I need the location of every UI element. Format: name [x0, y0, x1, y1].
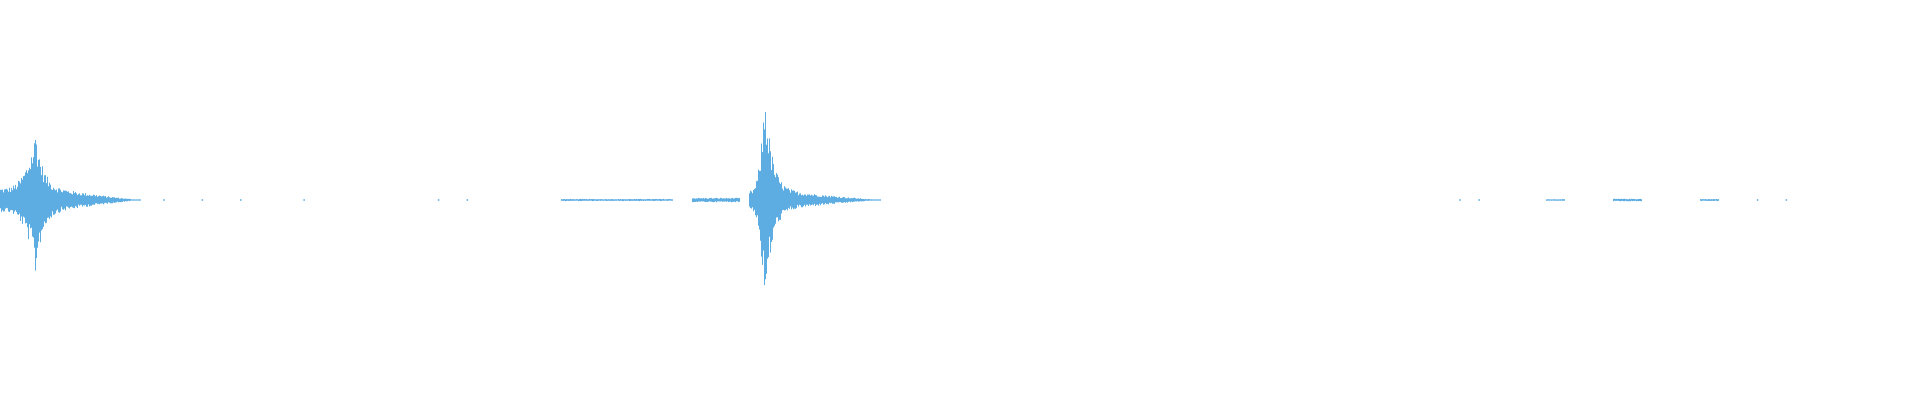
waveform-amplitude-path	[0, 112, 1719, 286]
waveform-speck	[240, 199, 242, 201]
waveform-speck	[1785, 199, 1788, 201]
waveform-speck	[201, 199, 204, 201]
waveform-speck	[303, 199, 305, 201]
waveform-speck	[466, 199, 469, 201]
waveform-speck	[1459, 199, 1461, 201]
waveform-speck	[163, 199, 165, 201]
waveform-speck	[1756, 199, 1759, 201]
waveform-speck	[437, 199, 440, 201]
waveform-trace	[0, 112, 1788, 286]
waveform-speck	[1478, 199, 1480, 201]
